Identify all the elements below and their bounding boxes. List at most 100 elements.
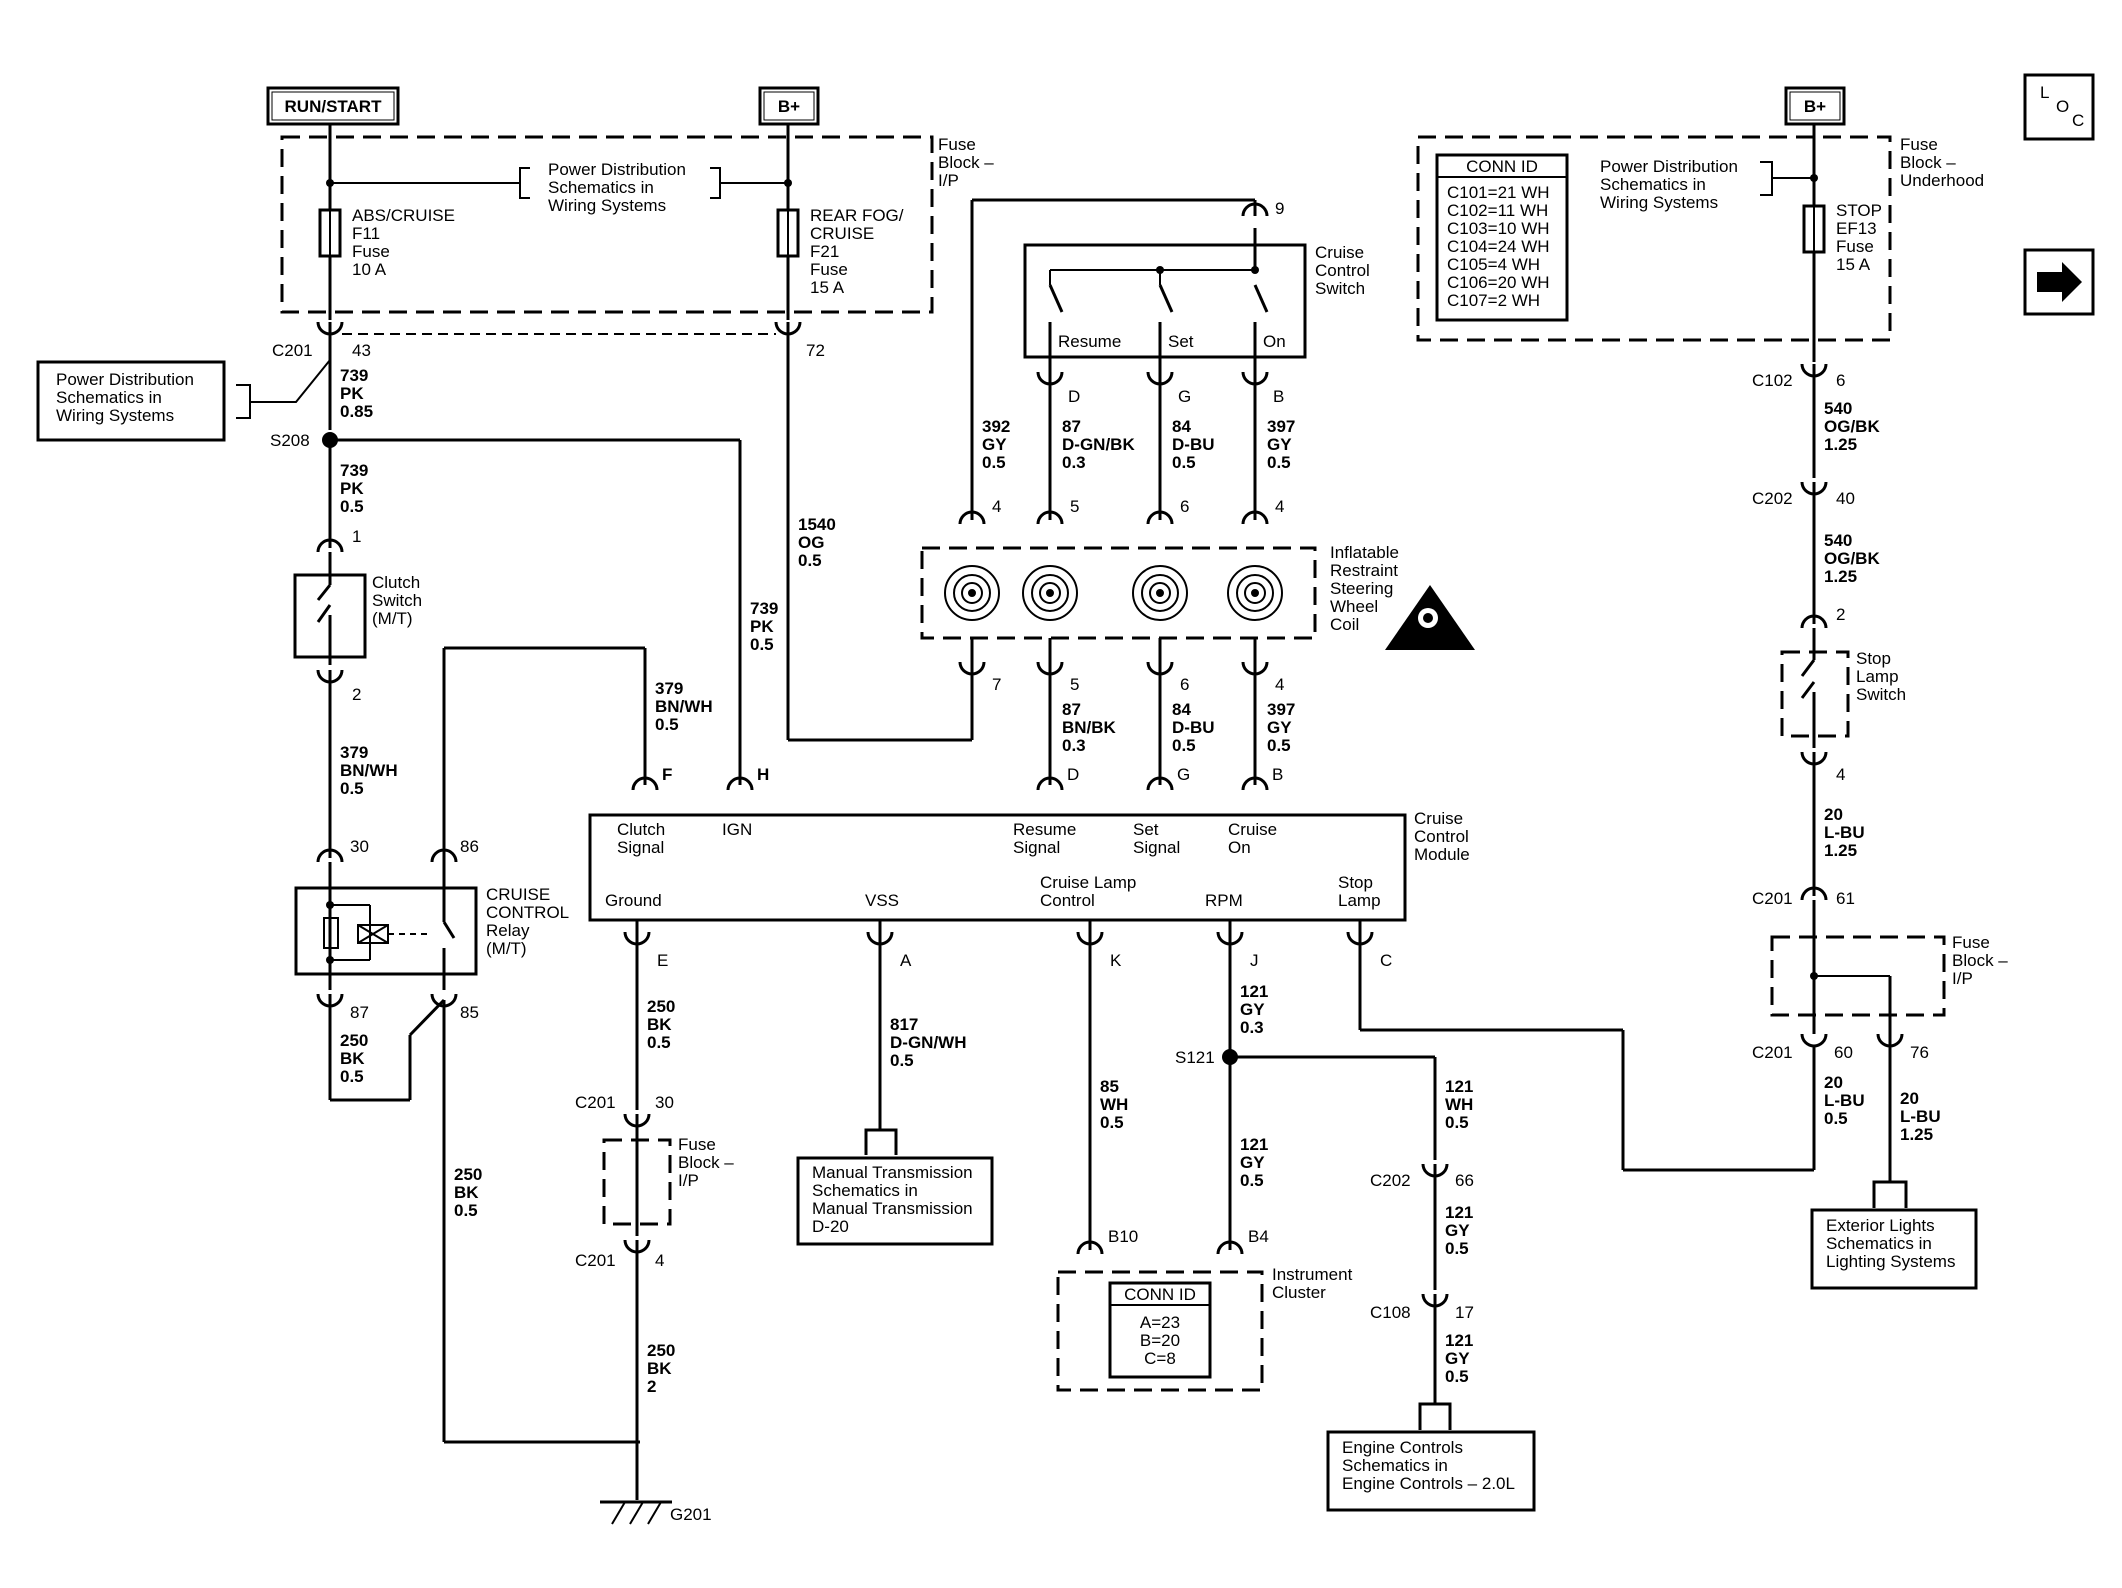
label-module-ign: IGN [722,820,752,839]
cruise-control-module [588,813,1407,922]
label-left-p1: 1 [352,527,361,546]
next-page-button[interactable] [2023,248,2095,316]
label-bottom-w121e-c: GY [1445,1349,1470,1368]
label-left-w250a-s: 0.5 [340,1067,364,1086]
label-bottom-mt4: D-20 [812,1217,849,1236]
label-bottom-g201: G201 [670,1505,712,1524]
pds-reference-left: Power Distribution Schematics in Wiring … [36,360,226,442]
label-pds-ref-l3: Wiring Systems [548,196,666,215]
module-bottom-pins: E A K J C [623,931,1392,970]
pds-reference-top: Power Distribution Schematics in Wiring … [548,160,686,215]
label-left-w739c: 739 [750,599,778,618]
label-module-con1: Cruise [1228,820,1277,839]
label-left-relay3: Relay [486,921,530,940]
label-switch-on: On [1263,332,1286,351]
label-bottom-mt1: Manual Transmission [812,1163,973,1182]
label-f11-l4: 10 A [352,260,387,279]
label-left-w379b: 379 [655,679,683,698]
run-start-label: RUN/START [266,86,400,126]
label-bottom-c108: C108 [1370,1303,1411,1322]
label-right-p76: 76 [1910,1043,1929,1062]
label-conn-id-top-rows-4: C105=4 WH [1447,255,1540,274]
label-module-name1: Cruise [1414,809,1463,828]
label-f21-l4: Fuse [810,260,848,279]
label-bottom-w121d-s: 0.5 [1445,1239,1469,1258]
label-nav-loc-l: L [2040,83,2049,102]
label-bottom-w250c-s: 0.5 [647,1033,671,1052]
label-bottom-fb1: Fuse [678,1135,716,1154]
label-nav-loc-c: C [2072,111,2084,130]
label-module-vss: VSS [865,891,899,910]
label-sw-wires-1-n: 87 [1062,417,1081,436]
label-right-el1: Exterior Lights [1826,1216,1935,1235]
label-bottom-mt3: Manual Transmission [812,1199,973,1218]
label-fuse-block-uh-l2: Block – [1900,153,1956,172]
label-module-stop2: Lamp [1338,891,1381,910]
label-bottom-c201a: C201 [575,1093,616,1112]
label-coil-wires-1-n: 84 [1172,700,1191,719]
label-switch-set: Set [1168,332,1194,351]
label-right-p6: 6 [1836,371,1845,390]
label-left-w379-s: 0.5 [340,779,364,798]
label-right-w20c-s: 1.25 [1900,1125,1933,1144]
label-bottom-c201b: C201 [575,1251,616,1270]
label-bottom-p30: 30 [655,1093,674,1112]
clockspring-4 [1227,565,1283,621]
label-bottom-p17: 17 [1455,1303,1474,1322]
label-left-w739b-s: 0.5 [340,497,364,516]
label-nav-loc-o: O [2056,97,2069,116]
label-left-p87: 87 [350,1003,369,1022]
label-right-p61: 61 [1836,889,1855,908]
label-coil-l5: Coil [1330,615,1359,634]
instrument-cluster [1056,1270,1264,1392]
label-right-c202: C202 [1752,489,1793,508]
label-left-p72: 72 [806,341,825,360]
label-bottom-w817-c: D-GN/WH [890,1033,966,1052]
label-module-resume2: Signal [1013,838,1060,857]
label-right-sl2: Lamp [1856,667,1899,686]
label-left-w1540-c: OG [798,533,824,552]
label-right-w20a-c: L-BU [1824,823,1865,842]
label-bottom-w85-c: WH [1100,1095,1128,1114]
label-module-lamp1: Cruise Lamp [1040,873,1136,892]
loc-button[interactable]: L O C [2023,73,2095,141]
label-switch-resume: Resume [1058,332,1121,351]
label-right-sl1: Stop [1856,649,1891,668]
label-left-w379b-c: BN/WH [655,697,713,716]
label-sw-wires-2-n: 84 [1172,417,1191,436]
label-left-w250b-s: 0.5 [454,1201,478,1220]
conn-id-cluster: CONN ID A=23 B=20 C=8 [1108,1281,1212,1379]
label-coil-top-2: 6 [1180,497,1189,516]
label-switch-pG: G [1178,387,1191,406]
label-left-p86: 86 [460,837,479,856]
label-left-p2: 2 [352,685,361,704]
label-right-fb3: I/P [1952,969,1973,988]
label-right-w20b-s: 0.5 [1824,1109,1848,1128]
label-left-w250a-c: BK [340,1049,365,1068]
label-left-relay1: CRUISE [486,885,550,904]
label-power-run-start: RUN/START [285,97,383,116]
label-coil-top-0: 4 [992,497,1001,516]
label-bottom-conn-c: C=8 [1144,1349,1176,1368]
label-ef13-l3: Fuse [1836,237,1874,256]
label-coil-l4: Wheel [1330,597,1378,616]
label-left-p30: 30 [350,837,369,856]
manual-transmission-reference: Manual Transmission Schematics in Manual… [796,1156,994,1246]
fuse-block-ip-right [1770,935,1946,1017]
clockspring-3 [1132,565,1188,621]
label-right-w540b-c: OG/BK [1824,549,1880,568]
label-switch-p9: 9 [1275,199,1284,218]
label-right-w20a-s: 1.25 [1824,841,1857,860]
label-bottom-w121c-c: WH [1445,1095,1473,1114]
label-module-pE: E [657,951,668,970]
label-bottom-p66: 66 [1455,1171,1474,1190]
label-module-clutch1: Clutch [617,820,665,839]
label-module-pJ: J [1250,951,1259,970]
label-module-set1: Set [1133,820,1159,839]
engine-controls-reference: Engine Controls Schematics in Engine Con… [1326,1430,1536,1512]
label-f11-l1: ABS/CRUISE [352,206,455,225]
label-module-pH: H [757,765,769,784]
label-power-bplus-right: B+ [1804,97,1826,116]
label-conn-id-top-rows-2: C103=10 WH [1447,219,1550,238]
label-f21-l3: F21 [810,242,839,261]
